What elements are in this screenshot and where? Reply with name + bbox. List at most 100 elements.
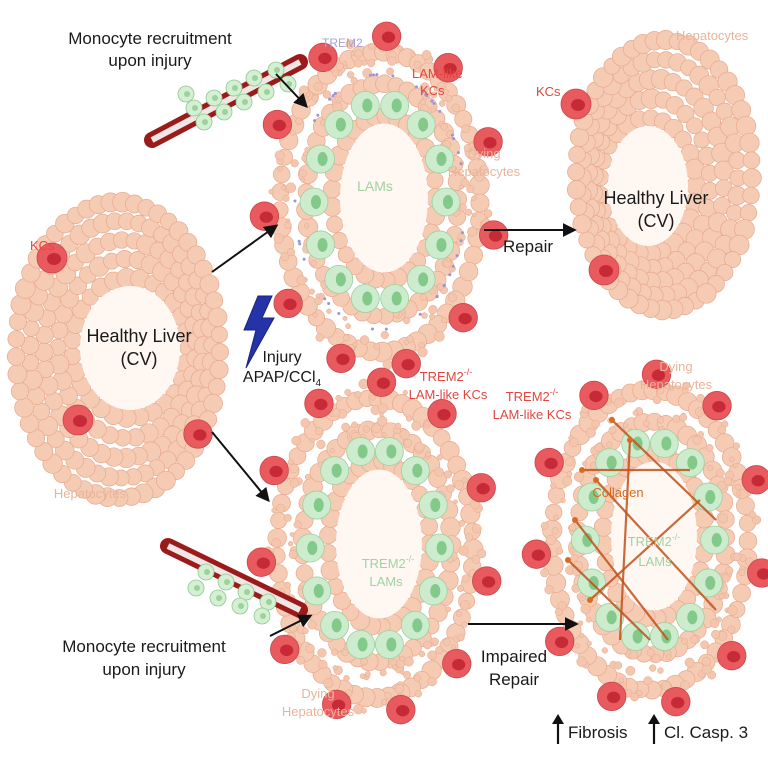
dying-hepatocyte-debris — [343, 64, 348, 70]
dying-hepatocyte-debris — [434, 331, 445, 342]
dying-hepatocyte-debris — [471, 195, 477, 201]
kupffer-cell-nucleus — [589, 390, 603, 403]
label-dying-top-line2: Hepatocytes — [448, 164, 521, 179]
dying-hepatocyte-debris — [465, 533, 474, 542]
label-monocyte-top-line2: upon injury — [108, 51, 192, 70]
dying-hepatocyte-debris — [438, 100, 446, 107]
label-injury: Injury — [262, 349, 301, 366]
label-injury-agents-main: APAP/CCl — [243, 369, 316, 386]
kupffer-cell-nucleus — [318, 52, 332, 65]
dying-hepatocyte-debris — [345, 323, 351, 329]
dying-hepatocyte-debris — [711, 629, 721, 639]
label-trem2ko-lams-mid-line2: LAMs — [369, 574, 403, 589]
label-fibrosis: Fibrosis — [568, 723, 628, 742]
dying-hepatocyte-debris — [594, 443, 604, 452]
dying-hepatocyte-debris — [466, 185, 475, 194]
vessel-lumen — [166, 543, 302, 613]
dying-hepatocyte-debris — [403, 656, 414, 667]
trem2-marker — [450, 133, 454, 137]
dying-hepatocyte-debris — [384, 691, 392, 699]
dying-hepatocyte-debris — [429, 106, 436, 113]
trem2-marker — [375, 73, 379, 77]
lam-cell-nucleus — [317, 237, 328, 252]
dying-hepatocyte-debris — [435, 646, 444, 655]
dying-hepatocyte-debris — [577, 620, 584, 626]
dying-hepatocyte-debris — [283, 513, 292, 522]
dying-hepatocyte-debris — [717, 480, 727, 491]
trem2-marker — [327, 302, 331, 305]
hepatocyte — [6, 347, 26, 366]
label-trem2ko-lams-right: TREM2-/- — [628, 532, 681, 549]
monocyte-nucleus — [244, 589, 250, 595]
monocyte-nucleus — [238, 603, 244, 609]
hepatocyte — [742, 151, 761, 170]
hepatocyte — [735, 115, 757, 137]
trem2-marker — [459, 162, 463, 166]
dying-hepatocyte-debris — [289, 478, 300, 488]
lam-cell-nucleus — [588, 490, 599, 505]
healthy-liver-left — [6, 191, 229, 508]
dying-hepatocyte-debris — [300, 418, 311, 428]
dying-hepatocyte-debris — [413, 674, 421, 682]
kupffer-cell-nucleus — [481, 576, 496, 588]
dying-hepatocyte-debris — [430, 91, 438, 99]
monocyte-nucleus — [184, 91, 190, 97]
dying-hepatocyte-debris — [354, 59, 363, 68]
arrow-to-injured-top — [211, 224, 279, 273]
dying-hepatocyte-debris — [271, 538, 281, 548]
hepatocyte — [326, 215, 344, 233]
dying-hepatocyte-debris — [284, 221, 292, 230]
hepatocyte — [578, 231, 596, 249]
dying-hepatocyte-debris — [586, 640, 592, 647]
dying-hepatocyte-debris — [387, 56, 397, 66]
dying-hepatocyte-debris — [716, 616, 722, 623]
dying-hepatocyte-debris — [360, 707, 367, 714]
hepatocyte — [458, 261, 479, 282]
lam-cell-nucleus — [687, 610, 698, 625]
lam-cell-nucleus — [357, 637, 368, 652]
dying-hepatocyte-debris — [304, 473, 312, 481]
kupffer-cell-nucleus — [269, 465, 283, 478]
dying-hepatocyte-debris — [738, 569, 746, 577]
dying-hepatocyte-debris — [749, 511, 757, 519]
label-collagen: Collagen — [592, 485, 643, 500]
dying-hepatocyte-debris — [580, 603, 591, 615]
hepatocyte — [732, 583, 751, 603]
kupffer-cell-nucleus — [451, 658, 466, 671]
dying-hepatocyte-debris — [632, 410, 639, 416]
monocyte-nucleus — [222, 109, 228, 115]
hepatocyte — [568, 145, 586, 164]
dying-hepatocyte-debris — [342, 315, 348, 321]
monocyte-nucleus — [264, 89, 270, 95]
label-injury-agents: APAP/CCl4 — [243, 369, 322, 389]
dying-hepatocyte-debris — [436, 454, 443, 461]
dying-hepatocyte-debris — [382, 359, 393, 370]
hepatocyte — [199, 274, 220, 295]
label-trem2ko-right: TREM2-/- — [506, 387, 559, 404]
label-kcs-left: KCs — [30, 238, 55, 253]
dying-hepatocyte-debris — [414, 690, 423, 698]
label-monocyte-bottom-line1: Monocyte recruitment — [62, 637, 226, 656]
dying-hepatocyte-debris — [397, 45, 403, 51]
hepatocyte — [10, 382, 30, 401]
trem2-marker — [421, 90, 425, 94]
dying-hepatocyte-debris — [405, 415, 413, 422]
injured-liver-trem2-ko — [246, 367, 502, 725]
dying-hepatocyte-debris — [380, 698, 388, 706]
dying-hepatocyte-debris — [622, 422, 629, 429]
dying-hepatocyte-debris — [335, 394, 342, 402]
dying-hepatocyte-debris — [399, 429, 410, 440]
hepatocyte — [676, 105, 695, 123]
lam-cell-nucleus — [412, 618, 423, 633]
dying-hepatocyte-debris — [423, 640, 432, 650]
dying-hepatocyte-debris — [344, 388, 352, 396]
trem2-marker — [368, 73, 372, 77]
dying-hepatocyte-debris — [457, 633, 465, 642]
hepatocyte — [270, 511, 288, 529]
dying-hepatocyte-debris — [458, 519, 466, 527]
dying-hepatocyte-debris — [471, 554, 481, 564]
label-dying-bottom-right-line1: Dying — [659, 359, 692, 374]
dying-hepatocyte-debris — [440, 123, 448, 131]
dying-hepatocyte-debris — [672, 414, 681, 423]
